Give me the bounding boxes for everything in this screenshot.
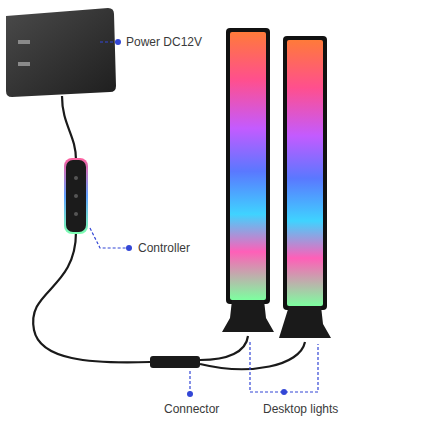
- callout-label: Power DC12V: [125, 35, 203, 49]
- callout-label: Connector: [163, 402, 220, 416]
- callout-label: Desktop lights: [262, 402, 339, 416]
- light-bar: [222, 28, 274, 332]
- light-bar: [279, 36, 331, 338]
- controller-unit: [64, 158, 88, 234]
- leader-dot: [115, 39, 287, 397]
- power-adapter: [6, 8, 116, 97]
- callout-label: Controller: [137, 241, 191, 255]
- leader-line: [90, 42, 318, 392]
- plug-prong: [18, 62, 30, 66]
- cable-connector: [150, 356, 200, 368]
- plug-prong: [18, 40, 30, 44]
